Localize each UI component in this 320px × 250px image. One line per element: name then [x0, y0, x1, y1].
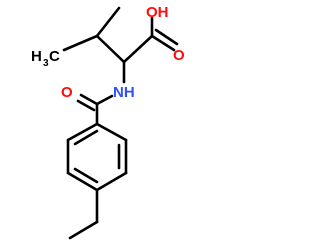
amide-nitrogen-label: NH — [113, 84, 135, 101]
bond-ring-inner-3 — [73, 129, 99, 146]
methyl-h-label: H — [31, 48, 42, 65]
bond-ring-inner-2 — [73, 167, 99, 184]
methyl-c-label: C — [49, 48, 60, 65]
bond-amide-o-double-2 — [76, 99, 96, 112]
bonds — [62, 6, 179, 240]
hydroxyl-label: OH — [146, 4, 169, 21]
bond-isopropyl-alpha — [95, 34, 126, 64]
bond-ethyl-methyl — [68, 220, 99, 240]
bond-n-amide-c — [95, 94, 114, 106]
molecule-diagram: OH O NH O H 3 C — [31, 4, 185, 240]
structure-svg: OH O NH O H 3 C — [31, 4, 185, 240]
bond-carboxyl-o-double-2 — [154, 28, 179, 46]
bond-ring-6 — [66, 122, 99, 142]
atom-labels: OH O NH O H 3 C — [31, 4, 185, 101]
methyl-subscript-label: 3 — [43, 58, 49, 69]
bond-alpha-carboxyl — [122, 34, 154, 64]
bond-isopropyl-methyl-left — [62, 34, 99, 52]
bond-ring-3 — [95, 171, 128, 192]
bond-carboxyl-o-double-1 — [150, 34, 176, 52]
bond-isopropyl-methyl-top — [95, 6, 121, 38]
amide-oxygen-label: O — [61, 84, 73, 101]
bond-amide-o-double-1 — [79, 93, 99, 106]
carboxyl-oxygen-label: O — [173, 47, 185, 64]
bond-ring-1 — [95, 122, 128, 142]
bond-ring-4 — [66, 171, 99, 192]
